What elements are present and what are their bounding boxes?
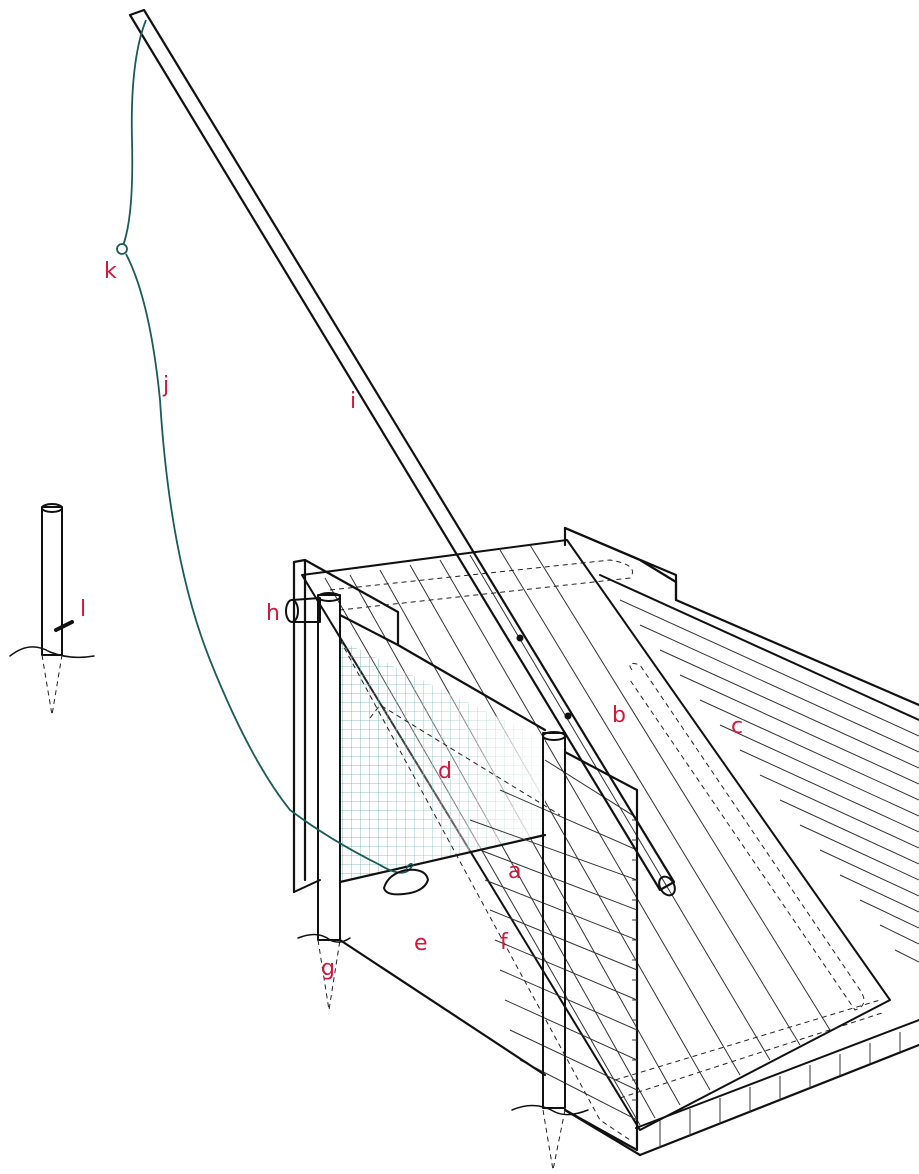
bait [383,863,429,896]
label-f: f [500,930,509,955]
front-wall [338,639,642,1157]
label-h: h [266,601,280,626]
label-j: j [162,373,169,398]
pole-i [128,8,676,897]
label-c: c [731,714,743,739]
label-e: e [414,931,428,956]
stake-g [297,592,351,1011]
label-l: l [80,597,86,622]
hinge-rod-h [285,597,321,623]
label-k: k [104,259,117,284]
side-wall-c [599,574,919,963]
label-a: a [508,859,521,884]
label-i: i [350,389,356,414]
mesh-d [340,640,561,882]
stake-l [9,503,95,716]
label-b: b [612,703,626,728]
left-panel [292,558,400,894]
labels: a b c d e f g h i j k l [80,259,743,981]
string-j [116,19,413,874]
label-d: d [438,759,452,784]
stake-front [511,731,589,1171]
label-g: g [321,956,335,981]
